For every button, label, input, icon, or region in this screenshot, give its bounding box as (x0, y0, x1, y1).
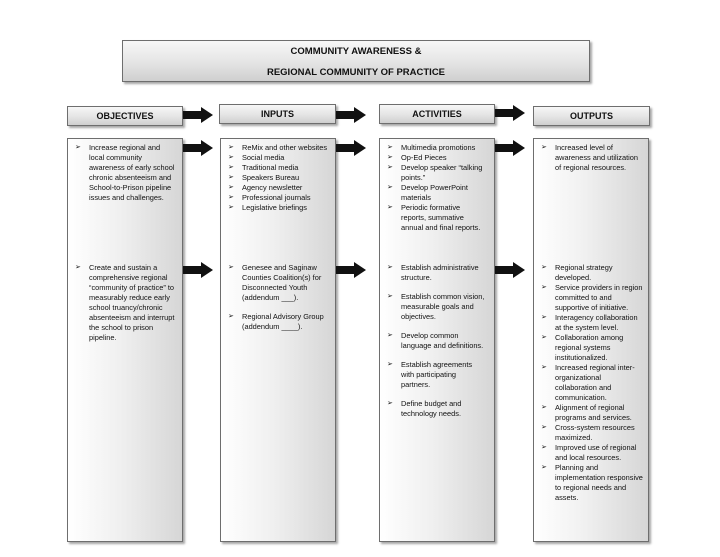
list-item: ➢Planning and implementation responsive … (541, 463, 643, 502)
bullet-arrow-icon: ➢ (228, 144, 234, 151)
list-item: ➢Improved use of regional and local reso… (541, 443, 637, 462)
list-item: ➢Establish agreements with participating… (387, 360, 473, 389)
list-item: ➢Professional journals (228, 193, 311, 202)
header-objectives: OBJECTIVES (67, 106, 183, 126)
list-item: ➢Agency newsletter (228, 183, 303, 192)
bullet-arrow-icon: ➢ (228, 174, 234, 181)
bullet-arrow-icon: ➢ (541, 364, 547, 371)
list-item: ➢Increased regional inter-organizational… (541, 363, 635, 402)
arrow-icon (336, 140, 366, 156)
list-item: ➢Service providers in region committed t… (541, 283, 643, 312)
list-item: ➢ReMix and other websites (228, 143, 328, 152)
list-item: ➢Create and sustain a comprehensive regi… (75, 263, 175, 342)
bullet-arrow-icon: ➢ (75, 144, 81, 151)
bullet-arrow-icon: ➢ (541, 144, 547, 151)
bullet-arrow-icon: ➢ (228, 313, 234, 320)
bullet-arrow-icon: ➢ (541, 314, 547, 321)
list-item: ➢Legislative briefings (228, 203, 307, 212)
list-item: ➢Traditional media (228, 163, 299, 172)
list-item: ➢Develop PowerPoint materials (387, 183, 468, 202)
list-item: ➢Regional Advisory Group (addendum ____)… (228, 312, 324, 331)
bullet-arrow-icon: ➢ (228, 184, 234, 191)
bullet-arrow-icon: ➢ (387, 204, 393, 211)
bullet-arrow-icon: ➢ (387, 264, 393, 271)
header-inputs: INPUTS (219, 104, 336, 124)
bullet-arrow-icon: ➢ (387, 361, 393, 368)
bullet-arrow-icon: ➢ (228, 204, 234, 211)
list-item: ➢Genesee and Saginaw Counties Coalition(… (228, 263, 322, 302)
list-item: ➢Periodic formative reports, summative a… (387, 203, 481, 232)
bullet-arrow-icon: ➢ (387, 184, 393, 191)
inputs-list-2: ➢Genesee and Saginaw Counties Coalition(… (228, 263, 328, 332)
bullet-arrow-icon: ➢ (228, 264, 234, 271)
list-item: ➢Speakers Bureau (228, 173, 300, 182)
bullet-arrow-icon: ➢ (541, 404, 547, 411)
header-activities: ACTIVITIES (379, 104, 495, 124)
list-item: ➢Establish administrative structure. (387, 263, 479, 282)
activities-list-2: ➢Establish administrative structure. ➢Es… (387, 263, 487, 419)
arrow-icon (183, 140, 213, 156)
inputs-list-1: ➢ReMix and other websites ➢Social media … (228, 143, 328, 213)
diagram-title-box: COMMUNITY AWARENESS & REGIONAL COMMUNITY… (122, 40, 590, 82)
list-item: ➢Develop speaker “talking points.” (387, 163, 483, 182)
title-line-2: REGIONAL COMMUNITY OF PRACTICE (266, 67, 446, 78)
list-item: ➢Interagency collaboration at the system… (541, 313, 638, 332)
bullet-arrow-icon: ➢ (541, 424, 547, 431)
arrow-icon (183, 262, 213, 278)
list-item: ➢Cross-system resources maximized. (541, 423, 635, 442)
bullet-arrow-icon: ➢ (541, 264, 547, 271)
bullet-arrow-icon: ➢ (541, 464, 547, 471)
arrow-icon (495, 262, 525, 278)
bullet-arrow-icon: ➢ (387, 154, 393, 161)
list-item: ➢Multimedia promotions (387, 143, 476, 152)
arrow-icon (495, 140, 525, 156)
list-item: ➢Increased level of awareness and utiliz… (541, 143, 638, 172)
arrow-icon (336, 262, 366, 278)
objectives-list-1: ➢Increase regional and local community a… (75, 143, 175, 203)
bullet-arrow-icon: ➢ (541, 284, 547, 291)
arrow-icon (495, 105, 525, 121)
arrow-icon (336, 107, 366, 123)
bullet-arrow-icon: ➢ (75, 264, 81, 271)
bullet-arrow-icon: ➢ (541, 334, 547, 341)
objectives-column (67, 138, 183, 542)
outputs-list-1: ➢Increased level of awareness and utiliz… (541, 143, 643, 173)
list-item: ➢Op-Ed Pieces (387, 153, 447, 162)
list-item: ➢Regional strategy developed. (541, 263, 613, 282)
bullet-arrow-icon: ➢ (387, 400, 393, 407)
bullet-arrow-icon: ➢ (228, 164, 234, 171)
bullet-arrow-icon: ➢ (228, 194, 234, 201)
arrow-icon (183, 107, 213, 123)
list-item: ➢Define budget and technology needs. (387, 399, 462, 418)
header-outputs: OUTPUTS (533, 106, 650, 126)
title-line-1: COMMUNITY AWARENESS & (290, 46, 422, 57)
list-item: ➢Alignment of regional programs and serv… (541, 403, 632, 422)
list-item: ➢Establish common vision, measurable goa… (387, 292, 485, 321)
list-item: ➢Collaboration among regional systems in… (541, 333, 624, 362)
objectives-list-2: ➢Create and sustain a comprehensive regi… (75, 263, 175, 343)
list-item: ➢Develop common language and definitions… (387, 331, 484, 350)
activities-list-1: ➢Multimedia promotions ➢Op-Ed Pieces ➢De… (387, 143, 487, 233)
list-item: ➢Increase regional and local community a… (75, 143, 175, 202)
outputs-column (533, 138, 649, 542)
activities-column (379, 138, 495, 542)
bullet-arrow-icon: ➢ (387, 332, 393, 339)
list-item: ➢Social media (228, 153, 285, 162)
inputs-column (220, 138, 336, 542)
outputs-list-2: ➢Regional strategy developed. ➢Service p… (541, 263, 643, 503)
bullet-arrow-icon: ➢ (387, 293, 393, 300)
bullet-arrow-icon: ➢ (541, 444, 547, 451)
bullet-arrow-icon: ➢ (387, 144, 393, 151)
bullet-arrow-icon: ➢ (387, 164, 393, 171)
bullet-arrow-icon: ➢ (228, 154, 234, 161)
